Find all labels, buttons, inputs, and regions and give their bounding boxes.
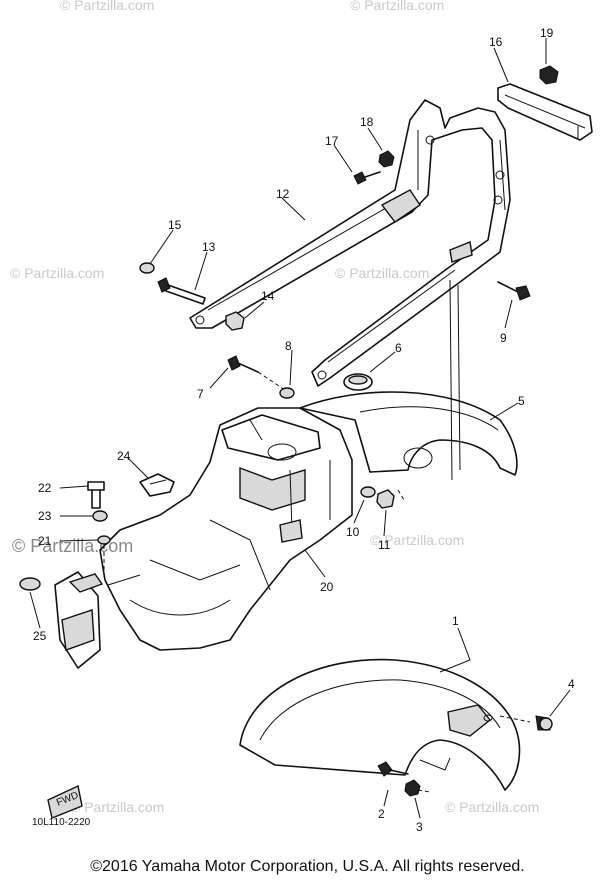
callout-21: 21	[38, 534, 52, 548]
part-2-bolt	[377, 761, 409, 777]
callout-12: 12	[276, 187, 290, 201]
watermark: © Partzilla.com	[350, 0, 444, 13]
assembly-line	[397, 489, 405, 501]
part-14-nut	[225, 311, 245, 331]
watermark: © Partzilla.com	[445, 799, 539, 815]
callout-18: 18	[360, 115, 374, 129]
callout-5: 5	[518, 394, 525, 408]
part-25-flap	[19, 571, 104, 669]
callout-15: 15	[168, 218, 182, 232]
part-10-washer	[360, 486, 376, 498]
callouts: 1 2 3 4 5 6 7 8 9 10 11 12 13 14 15 16 1…	[33, 26, 575, 834]
callout-1: 1	[452, 614, 459, 628]
part-4-bolt	[499, 715, 553, 731]
watermark: © Partzilla.com	[10, 265, 104, 281]
watermark: © Partzilla.com	[12, 536, 133, 556]
callout-13: 13	[202, 240, 216, 254]
watermarks: © Partzilla.com © Partzilla.com © Partzi…	[10, 0, 539, 815]
part-17-bolt	[353, 171, 381, 185]
part-19-nut	[539, 65, 559, 85]
callout-16: 16	[489, 35, 503, 49]
part-9-bolt	[497, 281, 531, 301]
part-7-bolt	[227, 355, 286, 391]
part-12-grab-bar	[189, 99, 511, 387]
part-16-cover	[497, 83, 593, 141]
callout-20: 20	[320, 580, 334, 594]
watermark: © Partzilla.com	[70, 799, 164, 815]
callout-9: 9	[500, 331, 507, 345]
callout-25: 25	[33, 629, 47, 643]
part-3-nut	[404, 779, 431, 797]
assembly-line	[457, 284, 461, 471]
callout-19: 19	[540, 26, 554, 40]
watermark: © Partzilla.com	[335, 265, 429, 281]
callout-24: 24	[117, 449, 131, 463]
callout-17: 17	[325, 134, 339, 148]
assembly-line	[449, 279, 453, 481]
diagram-code: 10L110-2220	[32, 817, 91, 828]
callout-10: 10	[346, 525, 360, 539]
part-22-screw	[87, 481, 105, 509]
watermark: © Partzilla.com	[60, 0, 154, 13]
callout-6: 6	[395, 341, 402, 355]
callout-14: 14	[261, 289, 275, 303]
part-6-grommet	[343, 373, 373, 391]
leader-lines	[29, 38, 571, 819]
callout-8: 8	[285, 339, 292, 353]
copyright-text: ©2016 Yamaha Motor Corporation, U.S.A. A…	[90, 858, 525, 875]
fwd-arrow: FWD	[47, 784, 83, 819]
part-23-washer	[92, 510, 108, 522]
part-18-nut	[378, 150, 395, 168]
callout-23: 23	[38, 509, 52, 523]
part-20-inner-fender	[99, 407, 353, 651]
callout-7: 7	[197, 387, 204, 401]
callout-2: 2	[378, 807, 385, 821]
callout-11: 11	[378, 538, 391, 552]
part-5-rear-fender	[299, 391, 518, 476]
callout-4: 4	[568, 677, 575, 691]
part-8-washer	[279, 387, 295, 399]
watermark: © Partzilla.com	[370, 532, 464, 548]
callout-3: 3	[416, 820, 423, 834]
part-13-bolt	[157, 277, 206, 305]
part-1-front-fender	[239, 658, 521, 791]
part-24-clamp	[139, 473, 175, 497]
callout-22: 22	[38, 481, 52, 495]
part-15-washer	[139, 262, 155, 274]
part-11-nut	[376, 489, 395, 509]
